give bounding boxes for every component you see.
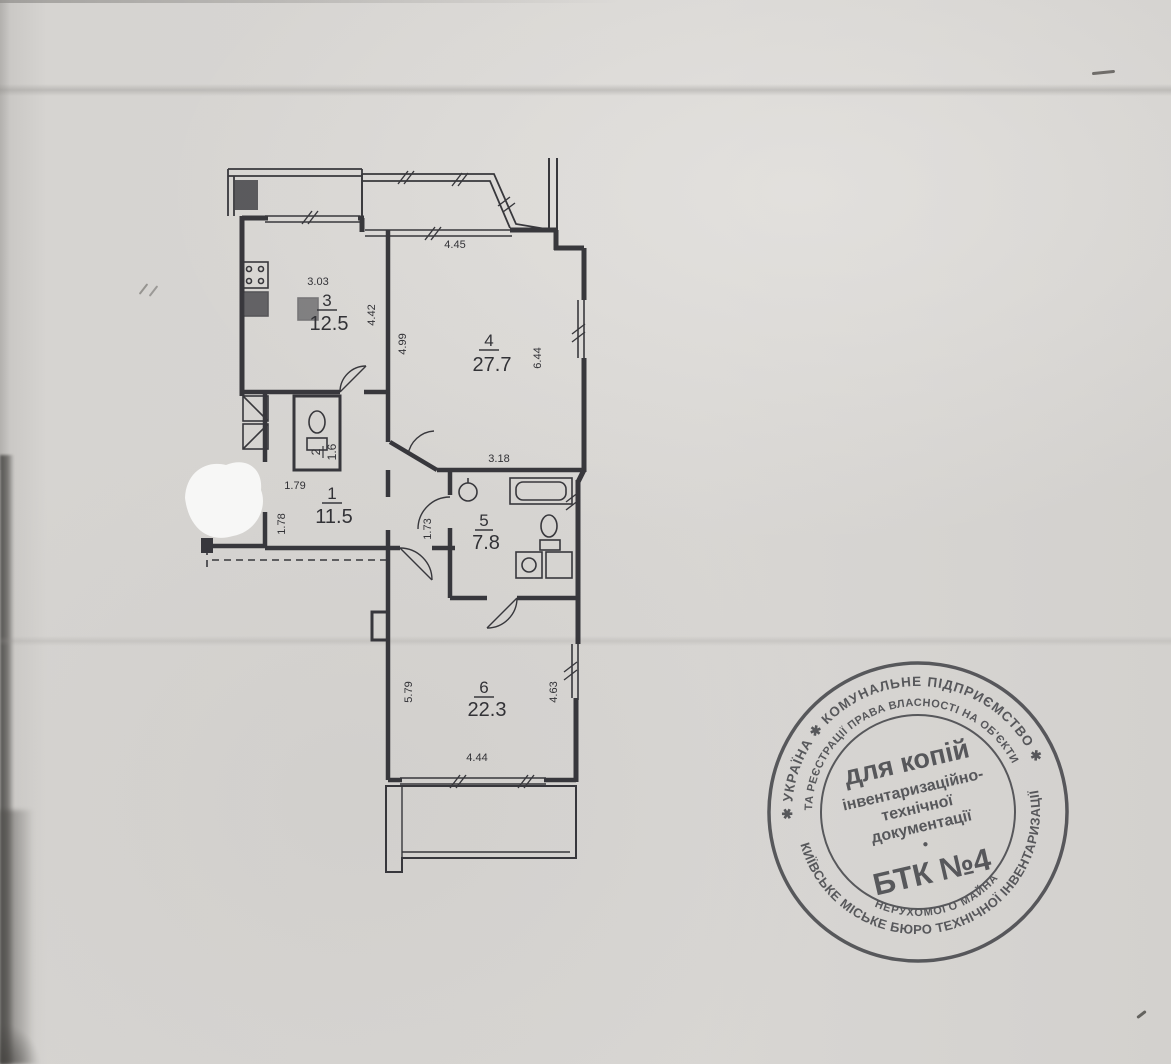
entrance-notch [201, 538, 213, 553]
stamp-inner-ring [820, 714, 1016, 910]
room-number: 1 [327, 484, 336, 503]
dimension-label: 1.73 [422, 518, 434, 539]
stamp-outer-ring [767, 661, 1069, 963]
entrance-dashed-line [206, 548, 392, 572]
room-label-2: 2 1.6 [309, 443, 339, 460]
room-area: 7.8 [472, 532, 500, 554]
room6-pilaster [370, 610, 390, 642]
dimension-label: 4.44 [466, 752, 487, 764]
wc-walls [292, 394, 342, 472]
room-label-5: 5 7.8 [472, 511, 500, 554]
balcony-top-left [227, 168, 363, 216]
bathroom-fixtures [458, 477, 573, 579]
room-area: 22.3 [468, 699, 507, 721]
dimension-label: 3.03 [307, 276, 328, 288]
room-number: 2 [309, 448, 323, 455]
wc-fixtures [306, 410, 328, 451]
dimension-label: 1.78 [276, 513, 288, 534]
dimension-label: 4.99 [397, 333, 409, 354]
dimension-label: 3.18 [488, 453, 509, 465]
balcony-top-right [361, 173, 553, 231]
interior-walls [203, 230, 584, 783]
room-area: 11.5 [315, 506, 352, 528]
kitchen-fixtures [242, 261, 319, 321]
building-edge-lines [548, 158, 558, 228]
dimension-label: 4.45 [444, 239, 465, 251]
dimension-label: 4.42 [366, 304, 378, 325]
bti-stamp: ✱ УКРАЇНА ✱ КОМУНАЛЬНЕ ПІДПРИЄМСТВО ✱ КИ… [754, 647, 1069, 963]
room-area: 1.6 [325, 443, 339, 460]
room-area: 12.5 [310, 313, 349, 335]
room-label-1: 1 11.5 [315, 484, 352, 528]
hall-closets [242, 395, 269, 450]
exterior-walls [239, 215, 587, 782]
room-label-6: 6 22.3 [468, 678, 507, 721]
room-label-4: 4 27.7 [473, 331, 512, 376]
balcony-bottom [385, 785, 577, 873]
dimension-label: 1.79 [284, 480, 305, 492]
dimension-label: 4.63 [548, 681, 560, 702]
dimension-label: 6.44 [532, 347, 544, 368]
room-number: 5 [479, 511, 488, 530]
room-area: 27.7 [473, 354, 512, 376]
room-number: 6 [479, 678, 488, 697]
window-ticks [301, 170, 586, 789]
door-arcs [339, 365, 518, 629]
redaction-blob [185, 462, 263, 538]
room-number: 4 [484, 331, 493, 350]
stamp-center-dot: • [921, 836, 930, 854]
room-number: 3 [322, 291, 331, 310]
room-label-3: 3 12.5 [310, 291, 349, 335]
dimension-label: 5.79 [403, 681, 415, 702]
dimension-labels: 4.45 3.03 4.42 4.99 6.44 3.18 1.79 1.78 … [276, 239, 560, 764]
